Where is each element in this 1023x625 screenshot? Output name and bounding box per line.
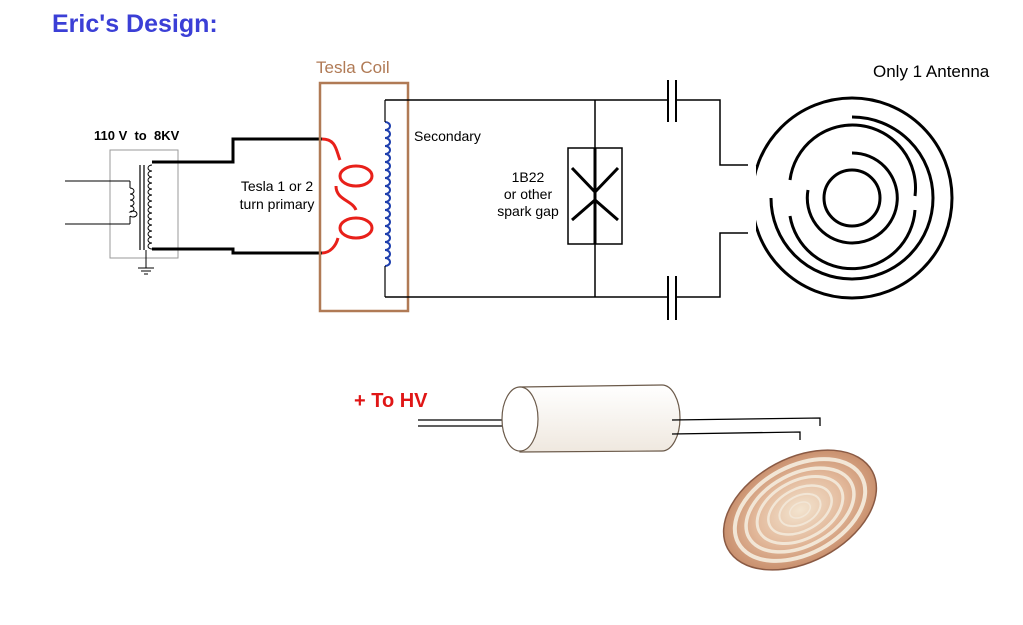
step-up-transformer: [65, 149, 179, 275]
spark-gap: [567, 147, 623, 245]
spiral-antenna: [740, 96, 954, 300]
primary-label-line1: Tesla 1 or 2: [240, 178, 314, 194]
cable-to-disk: [671, 417, 821, 440]
primary-label-line2: turn primary: [239, 196, 315, 212]
spiral-disk-photo: [722, 449, 878, 571]
antenna-feed-wires: [676, 99, 748, 298]
primary-label: Tesla 1 or 2 turn primary: [234, 177, 320, 213]
coax-cylinder: [501, 384, 681, 453]
spark-gap-upper-electrode: [570, 166, 620, 195]
spark-gap-label: 1B22 or other spark gap: [490, 169, 566, 220]
spark-gap-label-line2: or other: [503, 186, 553, 202]
capacitor-bottom: [667, 276, 677, 320]
transformer-secondary-winding: [147, 164, 153, 250]
spark-gap-label-line1: 1B22: [511, 169, 545, 185]
antenna-label: Only 1 Antenna: [873, 62, 990, 81]
transformer-primary-winding: [128, 187, 138, 218]
ground-icon: [138, 267, 154, 275]
tesla-coil-box: [318, 81, 410, 313]
tesla-coil: [318, 81, 410, 313]
secondary-wires: [385, 99, 668, 298]
transformer-box: [109, 149, 179, 259]
secondary-label: Secondary: [414, 128, 481, 144]
hv-leads: [152, 137, 322, 255]
tesla-coil-label: Tesla Coil: [316, 58, 390, 77]
tesla-secondary-coil: [384, 121, 391, 267]
spark-gap-lower-electrode: [571, 198, 619, 222]
voltage-label: 110 V to 8KV: [94, 128, 180, 143]
capacitor-top: [667, 80, 677, 122]
tesla-primary-coil: [321, 137, 374, 255]
spark-gap-label-line3: spark gap: [497, 203, 559, 219]
page-title: Eric's Design:: [52, 10, 218, 38]
to-hv-label: + To HV: [354, 390, 428, 412]
